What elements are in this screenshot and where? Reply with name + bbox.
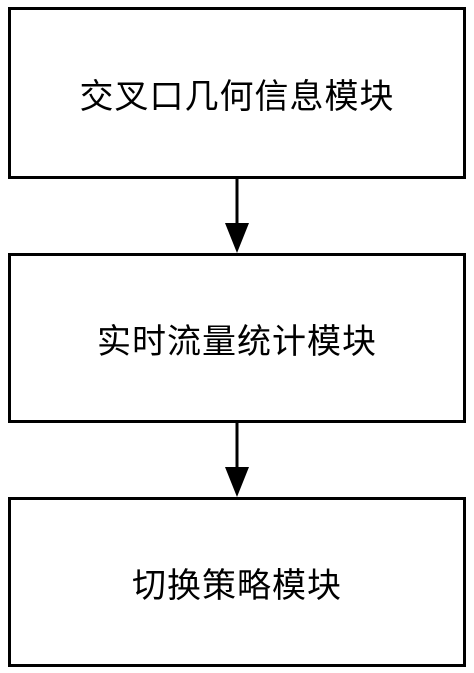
arrow-down-1: [225, 179, 249, 253]
node-label: 实时流量统计模块: [97, 321, 377, 362]
node-realtime-flow-statistics-module: 实时流量统计模块: [8, 253, 466, 423]
node-switching-strategy-module: 切换策略模块: [8, 497, 466, 667]
arrow-down-2: [225, 423, 249, 497]
node-intersection-geometry-module: 交叉口几何信息模块: [8, 7, 466, 179]
node-label: 切换策略模块: [132, 565, 342, 606]
node-label: 交叉口几何信息模块: [79, 76, 395, 117]
